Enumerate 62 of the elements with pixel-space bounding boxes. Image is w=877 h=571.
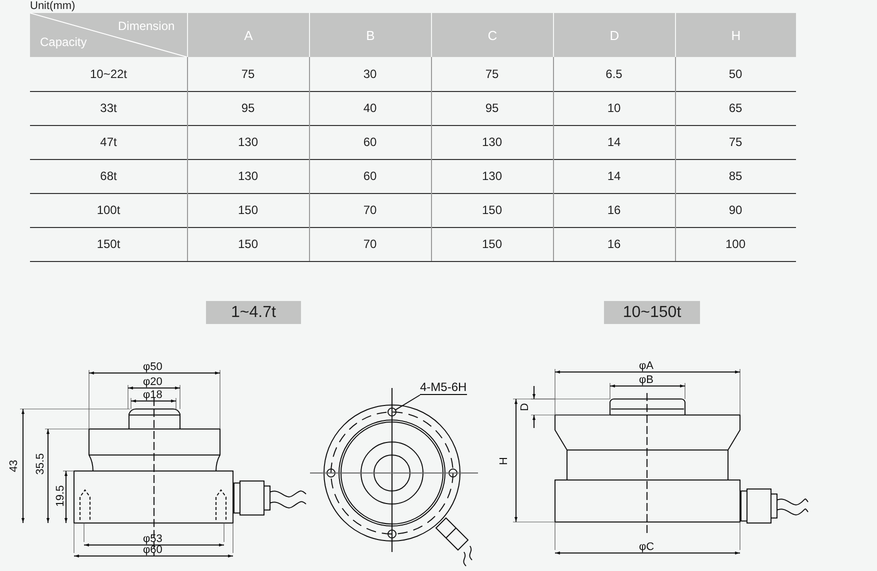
dimension-value: 130 bbox=[236, 134, 260, 151]
dimension-label: 43 bbox=[8, 460, 20, 472]
dimension-label: 35.5 bbox=[34, 453, 47, 475]
column-heading: Dimension bbox=[118, 19, 175, 33]
dimension-value: 6.5 bbox=[604, 66, 624, 83]
dimension-label: φB bbox=[639, 374, 654, 386]
unit-note: Unit(mm) bbox=[30, 0, 76, 12]
dimension-label: φ60 bbox=[143, 544, 162, 556]
dimension-label: φC bbox=[639, 541, 654, 553]
dimension-value: 75 bbox=[240, 66, 256, 83]
header-cell: B bbox=[310, 13, 431, 57]
dimension-label: φ50 bbox=[143, 361, 162, 373]
dimension-value: 70 bbox=[362, 236, 378, 253]
header-cell: D bbox=[554, 13, 675, 57]
dimension-label: φA bbox=[639, 360, 654, 372]
dimension-label: D bbox=[518, 403, 531, 411]
capacity-range-tag: 1~4.7t bbox=[206, 301, 301, 324]
mounting-hole bbox=[388, 408, 396, 416]
thread-callout: 4-M5-6H bbox=[420, 381, 467, 395]
dimension-value: 65 bbox=[728, 100, 744, 117]
dimension-value: 150 bbox=[236, 236, 260, 253]
dimension-value: 30 bbox=[362, 66, 378, 83]
dimension-value: 130 bbox=[480, 134, 504, 151]
dimension-value: 60 bbox=[362, 134, 378, 151]
header-cell: H bbox=[676, 13, 796, 57]
row-heading: Capacity bbox=[40, 35, 87, 49]
capacity-value: 150t bbox=[96, 236, 122, 253]
capacity-value: 100t bbox=[96, 202, 122, 219]
dimension-value: 14 bbox=[606, 168, 622, 185]
dimension-value: 85 bbox=[728, 168, 744, 185]
capacity-value: 33t bbox=[99, 100, 118, 117]
dimension-label: 19.5 bbox=[54, 485, 67, 507]
capacity-value: 47t bbox=[99, 134, 118, 151]
dimension-value: 100 bbox=[724, 236, 747, 253]
dimension-value: 14 bbox=[606, 134, 622, 151]
leader-line bbox=[394, 394, 420, 410]
dimension-label: H bbox=[498, 457, 510, 465]
dimension-label: φ18 bbox=[143, 389, 162, 401]
dimension-value: 50 bbox=[728, 66, 744, 83]
capacity-range-tag: 10~150t bbox=[604, 301, 700, 324]
dimension-value: 90 bbox=[728, 202, 744, 219]
dimension-value: 150 bbox=[236, 202, 260, 219]
dimension-value: 75 bbox=[484, 66, 500, 83]
dimension-value: 70 bbox=[362, 202, 378, 219]
header-cell: C bbox=[432, 13, 553, 57]
header-cell: A bbox=[188, 13, 309, 57]
dimension-value: 16 bbox=[606, 236, 622, 253]
capacity-value: 68t bbox=[99, 168, 118, 185]
dimension-value: 16 bbox=[606, 202, 622, 219]
dimension-value: 150 bbox=[480, 236, 504, 253]
dimension-value: 150 bbox=[480, 202, 504, 219]
dimension-value: 95 bbox=[484, 100, 500, 117]
dimension-value: 10 bbox=[606, 100, 622, 117]
dimension-value: 130 bbox=[236, 168, 260, 185]
dimension-label: φ20 bbox=[143, 376, 162, 388]
dimension-value: 95 bbox=[240, 100, 256, 117]
dimension-label: φ53 bbox=[143, 533, 162, 545]
dimension-value: 75 bbox=[728, 134, 744, 151]
dimension-value: 60 bbox=[362, 168, 378, 185]
capacity-value: 10~22t bbox=[88, 66, 128, 83]
dimension-value: 40 bbox=[362, 100, 378, 117]
dimension-value: 130 bbox=[480, 168, 504, 185]
